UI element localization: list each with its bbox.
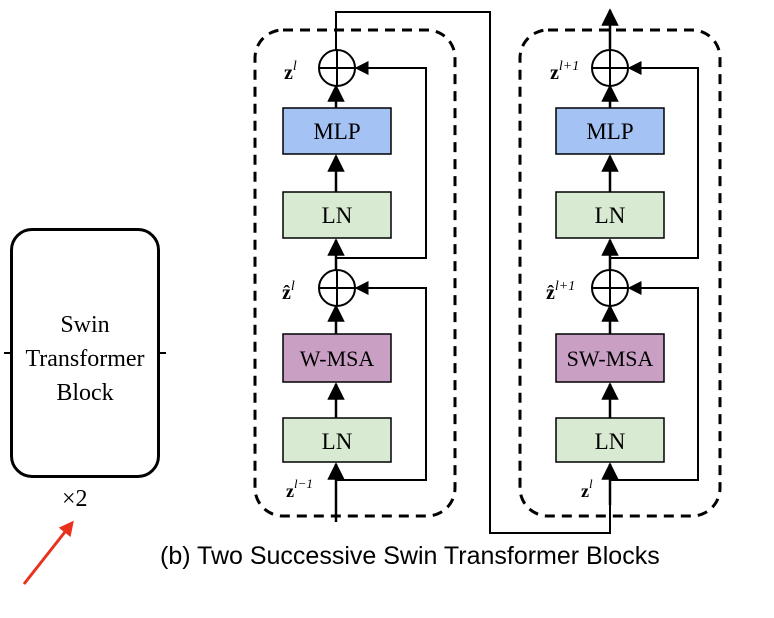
block1-residual-2 — [336, 61, 427, 259]
block1-msa-label: W-MSA — [300, 346, 375, 371]
block1: LN W-MSA LN MLP zl ẑl zl−1 — [282, 49, 427, 522]
block1-z-out-label: zl — [284, 59, 297, 84]
block1-z-hat-label: ẑl — [282, 279, 295, 304]
block2: LN SW-MSA LN MLP zl+1 ẑl+1 zl — [546, 8, 699, 505]
red-annotation-arrow — [22, 520, 74, 585]
block1-ln-bottom-box — [282, 417, 392, 463]
block2-ln-top-box — [555, 191, 665, 239]
block2-residual-1 — [610, 281, 699, 481]
block2-msa-label: SW-MSA — [567, 346, 654, 371]
block2-mlp-box — [555, 107, 665, 155]
block2-ln-top-label: LN — [595, 203, 626, 228]
block1-z-in-label: zl−1 — [286, 476, 313, 501]
block1-residual-1 — [336, 281, 427, 481]
block1-container — [253, 28, 457, 518]
swin-block-line-3: Block — [56, 380, 114, 406]
block-connection-line — [335, 11, 611, 534]
block1-mlp-box — [282, 107, 392, 155]
block2-ln-bottom-label: LN — [595, 429, 626, 454]
block2-residual-2 — [610, 61, 699, 259]
repeat-count: ×2 — [62, 486, 88, 512]
block1-ln-top-label: LN — [322, 203, 353, 228]
block2-z-out-label: zl+1 — [550, 59, 579, 84]
block1-ln-bottom-label: LN — [322, 429, 353, 454]
block1-mlp-label: MLP — [313, 119, 360, 144]
swin-block-label: Swin Transformer Block — [10, 308, 160, 410]
swin-block-line-1: Swin — [60, 312, 110, 338]
block2-msa-box — [555, 333, 665, 383]
block2-z-hat-label: ẑl+1 — [546, 279, 575, 304]
swin-block-box — [10, 228, 160, 478]
block2-mlp-label: MLP — [586, 119, 633, 144]
block1-msa-box — [282, 333, 392, 383]
block1-ln-top-box — [282, 191, 392, 239]
block2-ln-bottom-box — [555, 417, 665, 463]
swin-block-line-2: Transformer — [25, 346, 145, 372]
block2-container — [518, 28, 722, 518]
block2-z-in-label: zl — [581, 476, 593, 501]
figure-caption: (b) Two Successive Swin Transformer Bloc… — [160, 542, 660, 570]
